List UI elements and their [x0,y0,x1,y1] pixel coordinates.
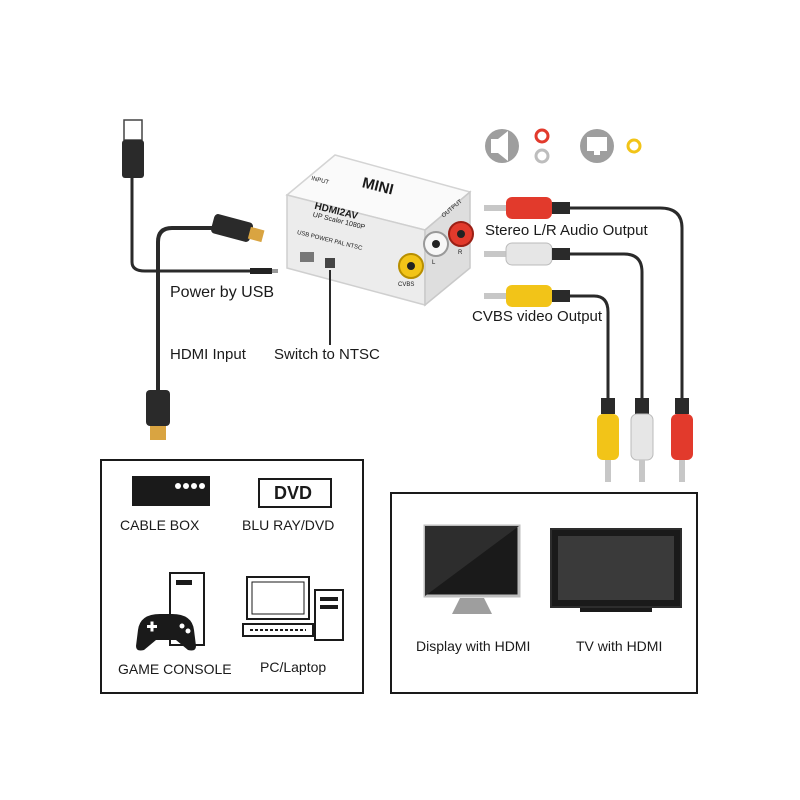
stereo-output-label: Stereo L/R Audio Output [485,222,648,239]
jack-cvbs-label: CVBS [398,282,415,288]
video-jack-icon [626,138,642,154]
monitor-icon [580,129,614,163]
power-usb-label: Power by USB [170,284,275,301]
cable-box-label: CABLE BOX [120,517,200,533]
display-hdmi-label: Display with HDMI [416,638,531,654]
pc-desktop-icon [242,576,344,641]
audio-jacks-icon [534,128,550,164]
rca-cables [484,197,693,482]
blu-ray-label: BLU RAY/DVD [242,517,335,533]
dvd-logo-text: DVD [274,483,313,503]
game-console-icon [136,572,205,651]
dvd-logo-icon [258,478,332,508]
monitor-display-icon [423,524,521,614]
tv-hdmi-label: TV with HDMI [576,638,663,654]
cvbs-output-label: CVBS video Output [472,308,603,325]
jack-r-label: R [458,250,463,256]
switch-ntsc-label: Switch to NTSC [274,346,380,363]
cable-box-icon [132,476,210,506]
jack-l-label: L [432,260,436,266]
hdmi-cable [146,214,265,440]
hdmi-input-label: HDMI Input [170,346,246,363]
usb-cable [122,119,278,274]
audio-icon [485,129,519,163]
pc-laptop-label: PC/Laptop [260,659,327,675]
hdmi2av-converter [285,154,474,307]
tv-display-icon [550,528,682,612]
game-console-label: GAME CONSOLE [118,661,232,677]
